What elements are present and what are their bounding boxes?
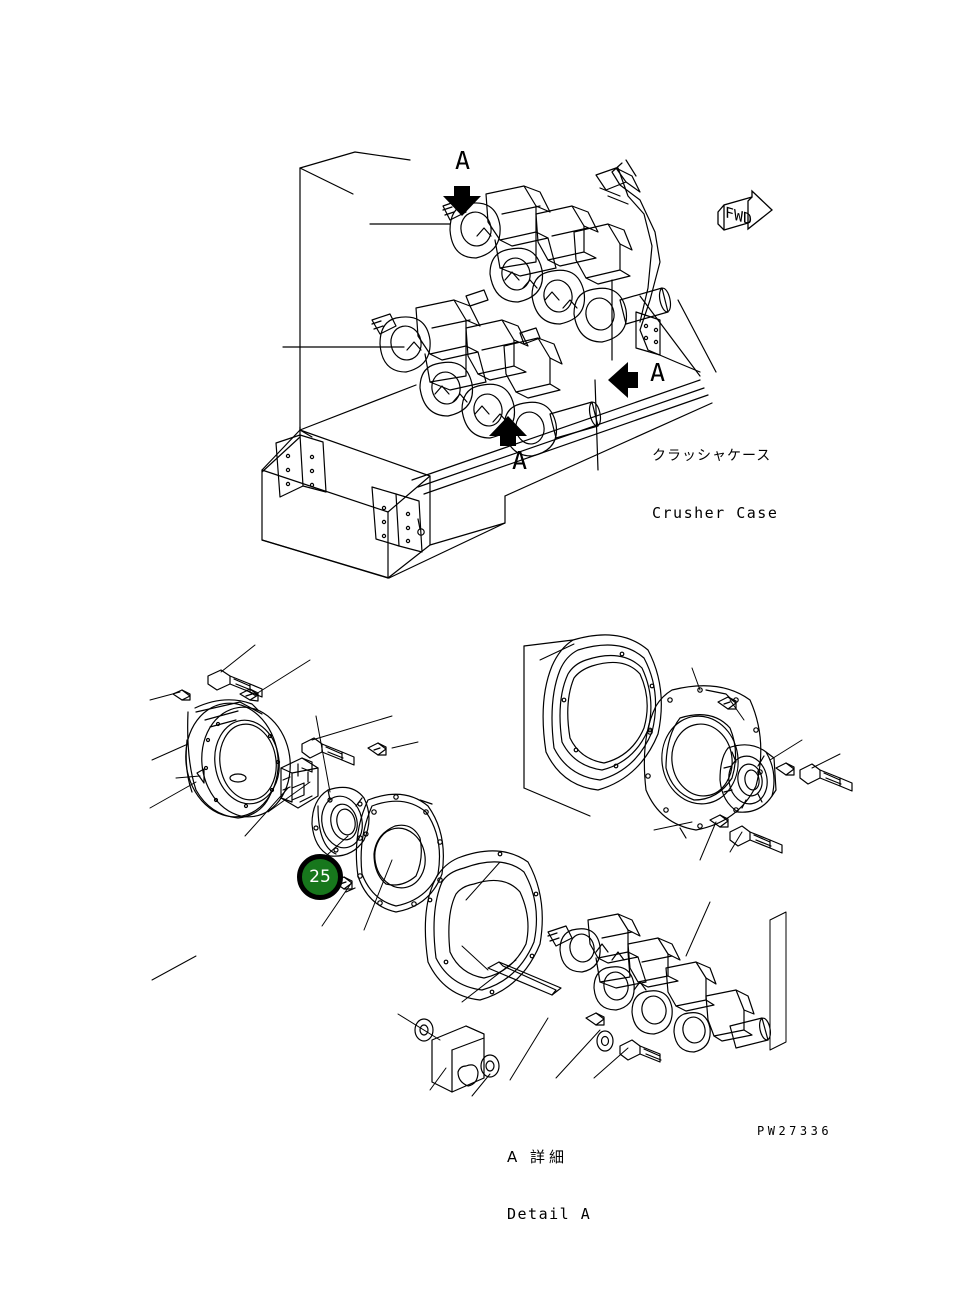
detail-a-title-en: Detail A <box>507 1205 592 1223</box>
bearing-block <box>431 1025 485 1093</box>
crusher-case-label-jp: クラッシャケース <box>652 448 772 464</box>
rotor-shaft-hardware <box>465 289 541 345</box>
washer-right-lower <box>709 814 729 828</box>
washer-mid <box>367 742 387 756</box>
motor-housing-cover <box>185 699 291 819</box>
bearing-housing-right <box>719 744 777 813</box>
washer-shaft-1 <box>585 1012 605 1026</box>
crusher-case-label-en: Crusher Case <box>652 504 779 522</box>
flange-plate-main <box>345 793 444 913</box>
bucket-side-wall-right <box>595 159 717 377</box>
section-arrow-down-top <box>443 186 481 216</box>
leader-lines-main <box>282 223 599 536</box>
mounting-bracket-right <box>371 486 423 553</box>
section-arrow-glyphs <box>443 186 638 446</box>
washer-right-top <box>717 696 737 710</box>
section-arrow-up-bottom <box>489 416 527 446</box>
mounting-bracket-left <box>275 434 327 498</box>
bolt-upper-left <box>207 669 263 698</box>
flange-plate-right <box>643 685 763 839</box>
washer-upper-left-1 <box>172 689 191 701</box>
washer-block-left <box>414 1018 434 1042</box>
coupling-hub <box>280 757 319 809</box>
section-arrow-left-mid <box>608 362 638 398</box>
bolt-shaft <box>619 1039 662 1063</box>
washer-shaft-2 <box>596 1030 614 1052</box>
drawing-number: PW27336 <box>757 1124 833 1138</box>
section-marker-a-right: A <box>650 358 666 387</box>
section-marker-a-bottom: A <box>512 446 528 475</box>
bolt-right-lower <box>729 825 783 854</box>
washer-right-mid <box>775 762 795 776</box>
crusher-rotor-row-upper <box>442 185 672 343</box>
detail-a-title: A 詳細 Detail A <box>507 1110 591 1262</box>
shaft-key <box>487 961 562 996</box>
detail-a-title-jp: A 詳細 <box>507 1148 569 1166</box>
callout-number: 25 <box>309 866 331 887</box>
callout-badge-25[interactable]: 25 <box>297 854 343 900</box>
section-marker-a-top: A <box>455 146 471 175</box>
bolt-mid <box>301 737 355 766</box>
rotor-shaft-assembly-detail <box>547 913 771 1053</box>
oval-gasket-lower <box>424 850 543 1001</box>
oval-gasket-ring <box>523 634 662 817</box>
crusher-case-label: クラッシャケース Crusher Case <box>652 409 778 561</box>
reference-plane-right <box>769 911 787 1051</box>
washer-block-right <box>480 1054 500 1078</box>
bolt-right <box>799 763 853 792</box>
fwd-direction-marker <box>717 189 773 231</box>
leader-lines-detail <box>149 643 841 1097</box>
crusher-rotor-row-lower <box>371 299 602 457</box>
